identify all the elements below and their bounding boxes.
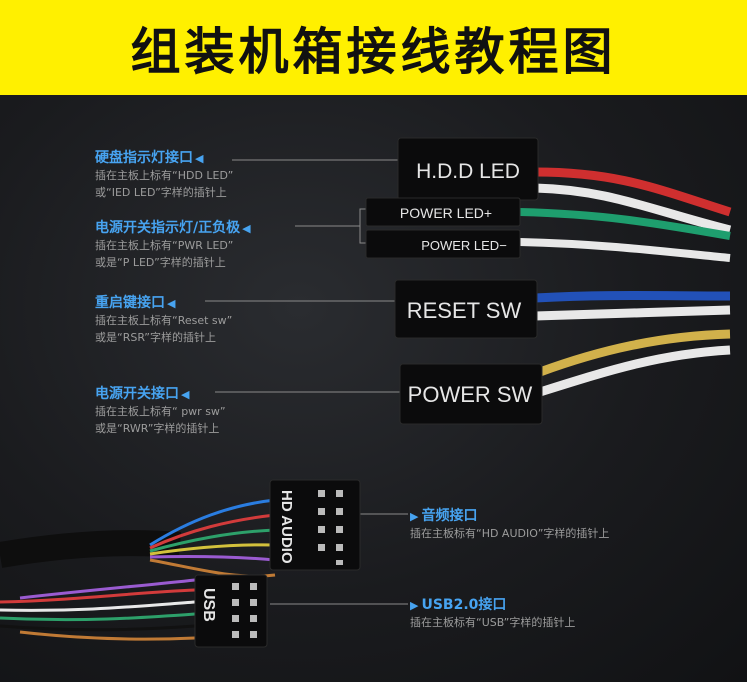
usb-label: USB [200,588,217,622]
reset-wire-white [534,305,731,321]
power-led-wire-green [519,208,731,240]
label-reset: 重启键接口◀ 插在主板上标有“Reset sw” 或是“RSR”字样的插针上 [95,292,232,346]
label-hd-audio: ▶音频接口 插在主板标有“HD AUDIO”字样的插针上 [410,505,609,542]
power-sw-wire-white [538,345,731,397]
label-power-led-title: 电源开关指示灯/正负极◀ [95,220,251,236]
bracket-lines [205,159,408,605]
label-hdd: 硬盘指示灯接口◀ 插在主板上标有“HDD LED” 或“IED LED”字样的插… [95,147,233,201]
label-reset-line1: 插在主板上标有“Reset sw” [95,314,233,327]
label-hdd-title: 硬盘指示灯接口◀ [95,150,204,166]
label-power-led-line2: 或是“P LED”字样的插针上 [95,256,226,269]
label-power-led-line1: 插在主板上标有“PWR LED” [95,239,234,252]
audio-wires [149,498,276,578]
power-sw-wire-yellow [538,329,731,377]
label-hdd-line2: 或“IED LED”字样的插针上 [95,186,227,199]
label-usb-line1: 插在主板标有“USB”字样的插针上 [410,616,576,629]
cable-illustration: H.D.D LED POWER LED+ POWER LED− RESET SW… [0,137,732,648]
hd-audio-connector: HD AUDIO [269,479,361,571]
label-hd-audio-line1: 插在主板标有“HD AUDIO”字样的插针上 [410,527,610,540]
hdd-connector: H.D.D LED [397,137,539,201]
reset-connector-label: RESET SW [407,298,522,323]
label-hd-audio-title: ▶音频接口 [410,508,478,524]
triangle-pointer-icon: ◀ [195,152,204,165]
triangle-pointer-icon: ▶ [410,599,419,612]
label-usb-title: ▶USB2.0接口 [410,597,507,613]
triangle-pointer-icon: ◀ [181,388,190,401]
label-power-sw: 电源开关接口◀ 插在主板上标有“ pwr sw” 或是“RWR”字样的插针上 [95,383,226,437]
hdd-wire-red [534,167,732,217]
power-led-minus-label: POWER LED− [421,238,507,253]
power-led-plus-label: POWER LED+ [400,205,492,221]
power-led-connector: POWER LED+ POWER LED− [365,197,521,259]
usb-wires [0,578,196,641]
label-power-sw-title: 电源开关接口◀ [95,386,190,402]
reset-wire-blue [534,291,731,303]
usb-connector: USB [194,574,268,648]
page-title: 组装机箱接线教程图 [130,22,617,81]
hdd-wire-white [534,183,732,235]
label-power-sw-line1: 插在主板上标有“ pwr sw” [95,405,226,418]
power-sw-connector-label: POWER SW [408,382,533,407]
label-reset-title: 重启键接口◀ [95,295,176,311]
power-led-wire-white [519,238,731,262]
triangle-pointer-icon: ◀ [167,297,176,310]
triangle-pointer-icon: ▶ [410,510,419,523]
hd-audio-label: HD AUDIO [278,490,295,564]
label-usb: ▶USB2.0接口 插在主板标有“USB”字样的插针上 [410,594,575,631]
triangle-pointer-icon: ◀ [242,222,251,235]
power-sw-connector: POWER SW [399,363,543,425]
label-reset-line2: 或是“RSR”字样的插针上 [95,331,216,344]
title-banner: 组装机箱接线教程图 [0,0,747,95]
label-power-led: 电源开关指示灯/正负极◀ 插在主板上标有“PWR LED” 或是“P LED”字… [95,217,251,271]
hdd-connector-label: H.D.D LED [416,160,520,183]
label-power-sw-line2: 或是“RWR”字样的插针上 [95,422,220,435]
reset-connector: RESET SW [394,279,538,339]
label-hdd-line1: 插在主板上标有“HDD LED” [95,169,234,182]
